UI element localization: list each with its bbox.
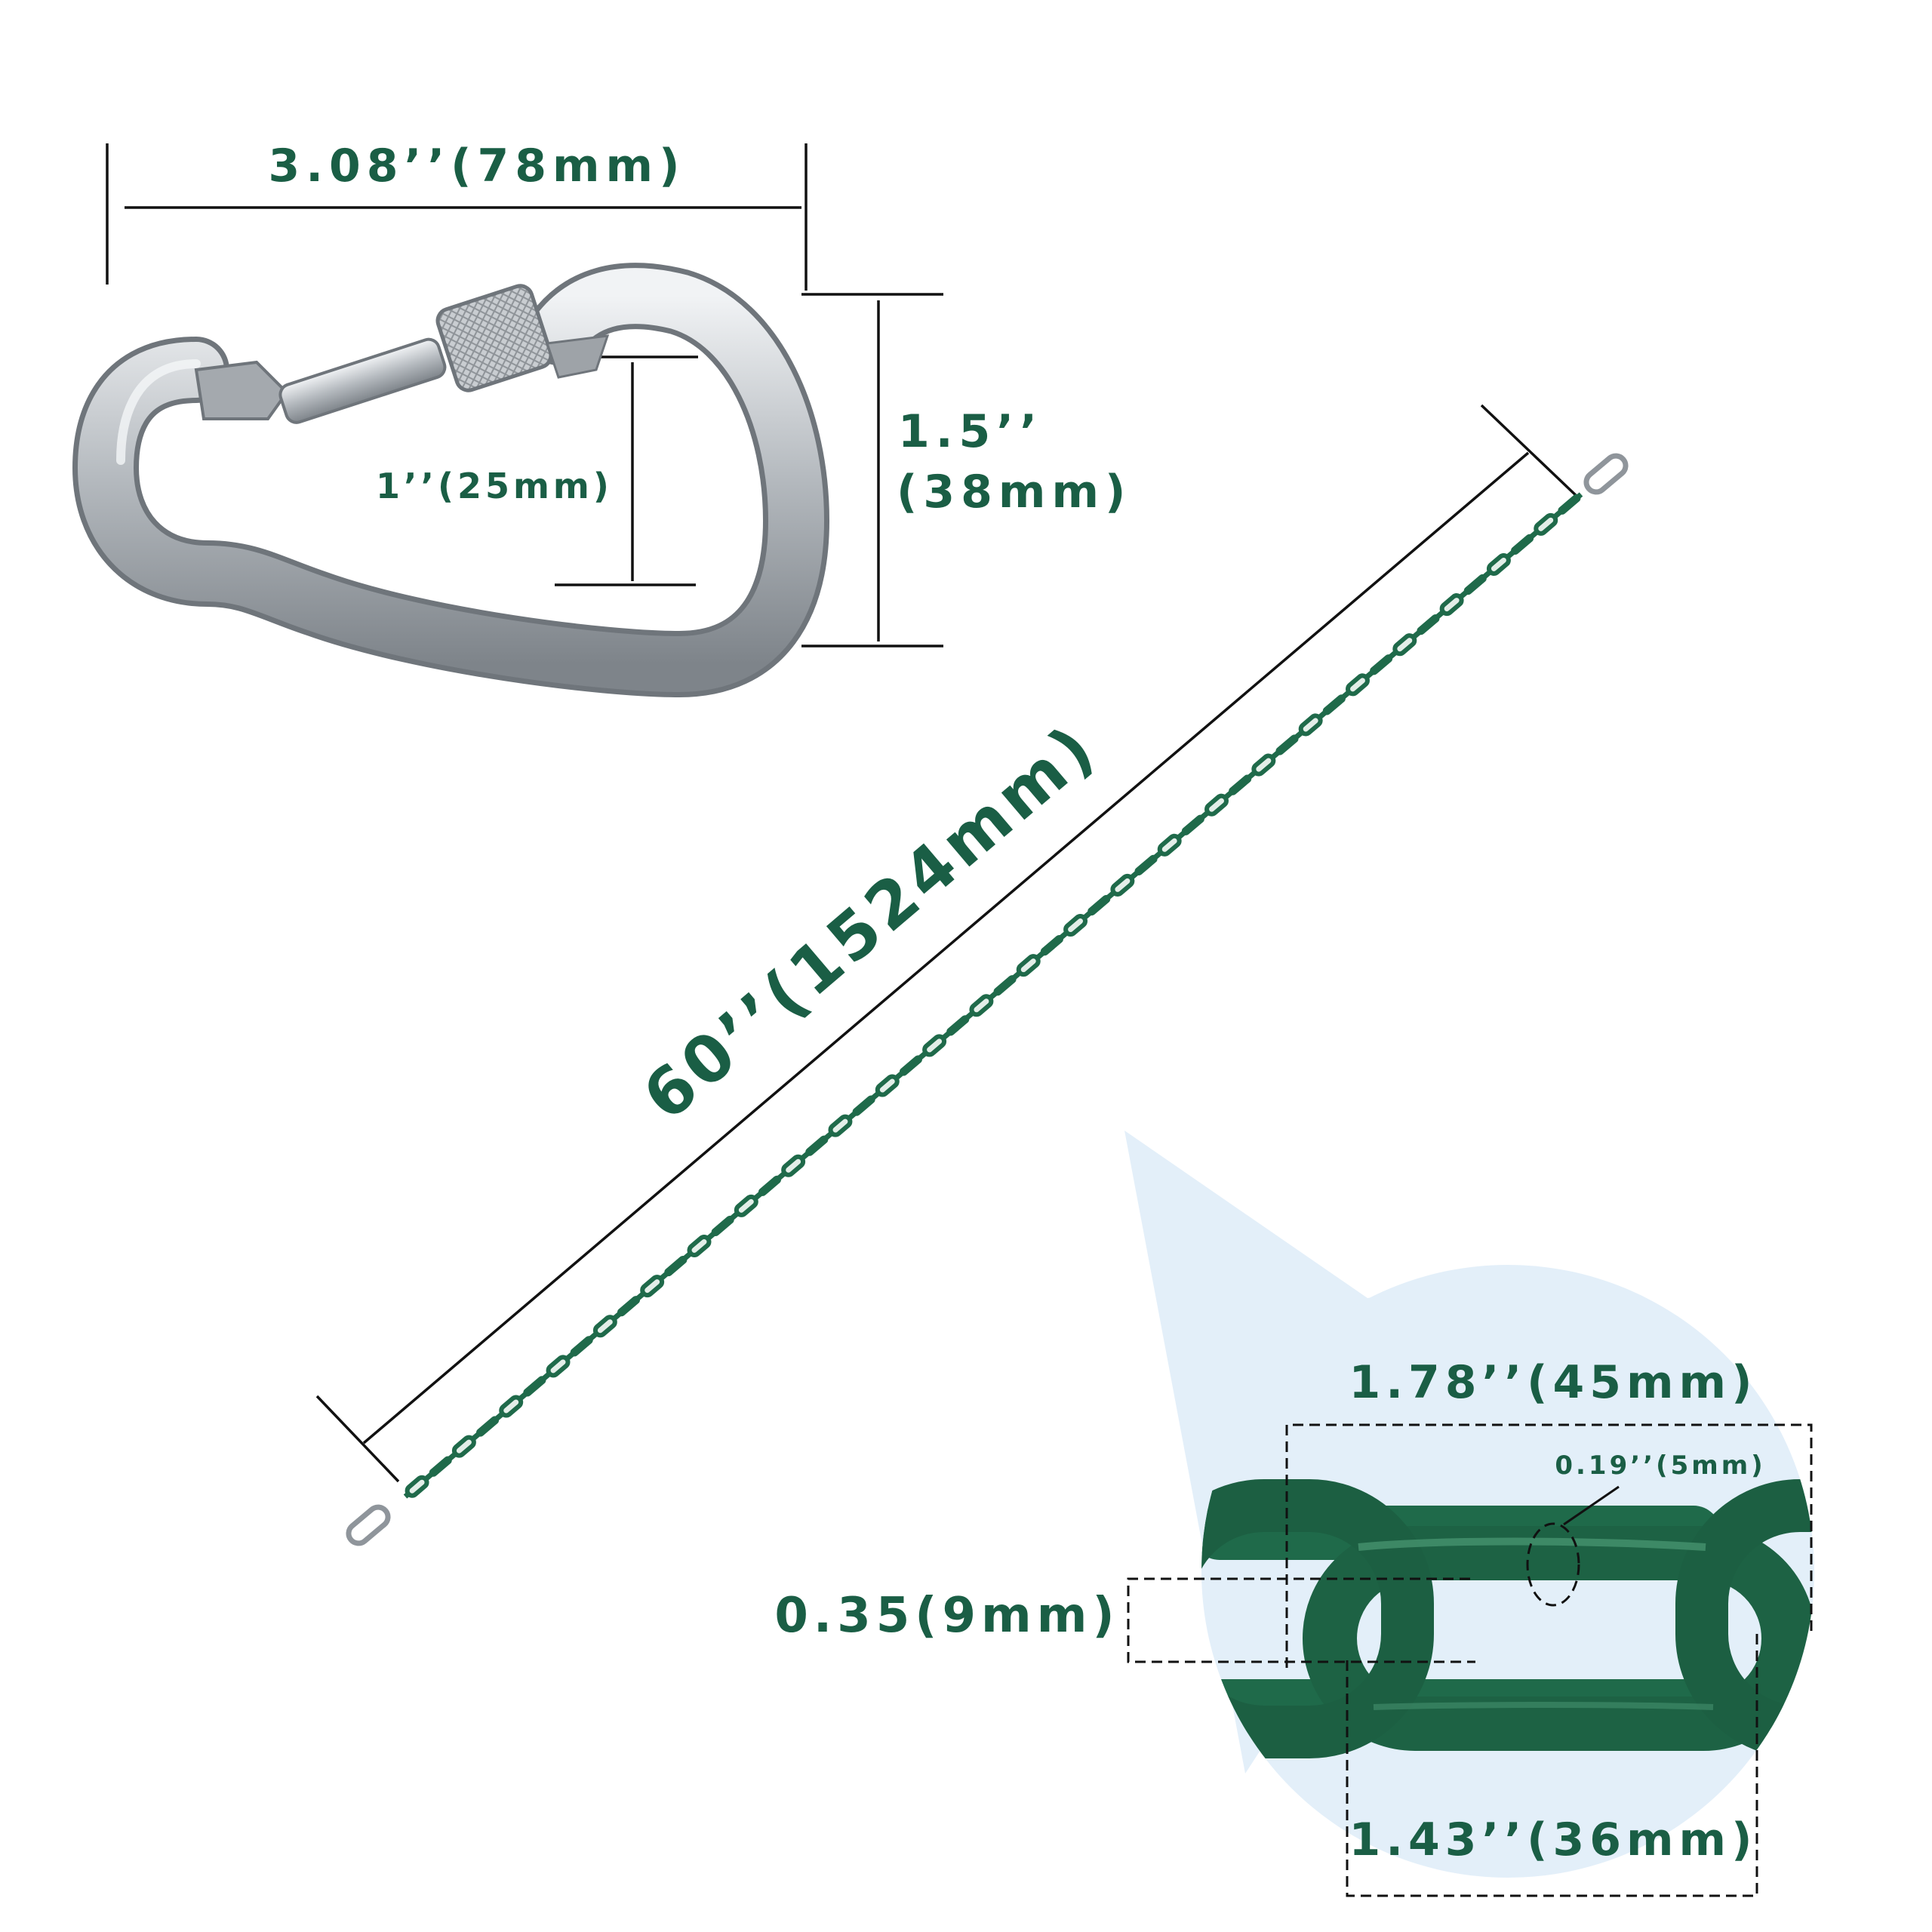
wire-diameter-leader [1563,1485,1620,1526]
chain-icon [346,453,1629,1546]
chain-dimension-lines [315,404,1580,1483]
chain-link [1463,574,1487,595]
zoom-dimension-lines [1127,1423,1813,1897]
link-width-label: 0.35(9mm) [774,1588,1119,1644]
chain-link [546,1355,571,1378]
carabiner-gate-label: 1’’(25mm) [376,466,613,506]
chain-link [922,1034,947,1057]
chain-link [1275,734,1299,755]
chain-link [664,1255,688,1277]
chain-link [1229,774,1252,795]
chain-link [969,994,994,1017]
carabiner-height-label-inch: 1.5’’ [898,405,1043,458]
chain-link [1417,614,1440,635]
chain-length-label: 60’’(1524mm) [629,709,1112,1135]
chain-link [1016,954,1041,977]
carabiner-end-top [1583,453,1629,495]
chain-link [781,1154,806,1177]
chain-link [1040,934,1063,956]
chain-link [499,1395,524,1418]
chain-link [1558,494,1581,515]
chain-link [1370,654,1393,675]
chain-link [805,1135,829,1156]
chain-link [852,1095,875,1116]
chain-link [711,1215,734,1237]
chain-link [1298,713,1323,737]
chain-link [1251,753,1276,777]
chain-link [640,1275,665,1298]
chain-link [1063,914,1088,937]
carabiner-icon [72,263,830,698]
chain-link [570,1336,593,1357]
wire-diameter-label: 0.19’’(5mm) [1555,1451,1765,1481]
chain-link [1392,633,1417,657]
chain-link [592,1315,617,1338]
chain-link [734,1194,758,1217]
chain-link [405,1475,429,1498]
chain-link [1346,673,1370,697]
chain-link [1204,793,1229,817]
chain-link [899,1055,922,1076]
chain-link-icon [1201,1479,1814,1758]
chain-link [758,1175,781,1196]
chain-link [1486,552,1511,576]
inner-length-label: 1.43’’(36mm) [1349,1814,1757,1866]
chain-link [1181,814,1204,835]
chain-link [617,1296,641,1317]
chain-link [1439,593,1464,617]
carabiner-width-label: 3.08’’(78mm) [268,140,685,192]
chain-link [451,1435,476,1458]
chain-link [1157,833,1182,857]
chain-link [476,1416,500,1437]
chain-link [1534,512,1558,536]
chain-link [946,1015,970,1036]
chain-link [875,1074,900,1097]
chain-link [1110,873,1135,897]
chain-link [828,1114,853,1137]
chain-link [1511,534,1534,555]
chain-link [993,975,1017,996]
carabiner-height-label-mm: (38mm) [897,466,1131,518]
chain-link [1322,694,1346,715]
carabiner-end-bottom [346,1504,391,1546]
chain-link [1088,894,1111,916]
chain-link [1134,854,1158,875]
chain-link [687,1234,712,1258]
chain-link [523,1376,546,1397]
chain-links [405,494,1581,1498]
link-length-label: 1.78’’(45mm) [1349,1356,1757,1409]
chain-link [429,1456,452,1477]
